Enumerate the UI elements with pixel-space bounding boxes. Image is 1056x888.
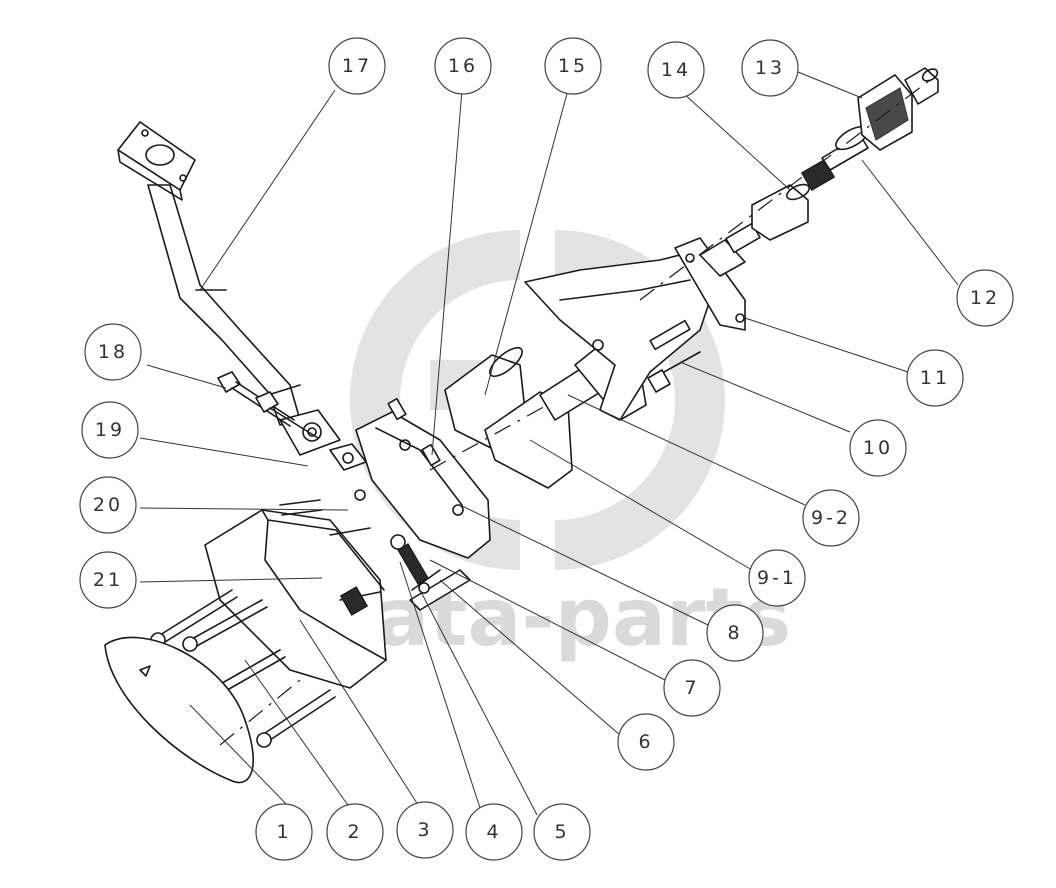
callout-14[interactable]: 14 <box>647 41 705 99</box>
callout-label-12: 12 <box>970 287 1000 309</box>
callout-21[interactable]: 21 <box>79 551 137 609</box>
callout-label-13: 13 <box>755 57 785 79</box>
callout-17[interactable]: 17 <box>328 37 386 95</box>
part-17-suction-pipe <box>117 121 341 456</box>
callout-9-1[interactable]: 9-1 <box>748 549 806 607</box>
callout-label-4: 4 <box>486 821 501 843</box>
callout-label-15: 15 <box>558 55 588 77</box>
part-3-pump-housing <box>204 499 387 689</box>
callout-9-2[interactable]: 9-2 <box>802 489 860 547</box>
callout-20[interactable]: 20 <box>79 476 137 534</box>
callout-label-1: 1 <box>276 821 291 843</box>
callout-16[interactable]: 16 <box>434 37 492 95</box>
callout-label-8: 8 <box>727 622 742 644</box>
callout-12[interactable]: 12 <box>956 269 1014 327</box>
leader-lines <box>139 71 959 816</box>
part-11-pump-body <box>524 237 746 421</box>
callout-11[interactable]: 11 <box>906 349 964 407</box>
callout-7[interactable]: 7 <box>663 659 721 717</box>
callout-label-9-2: 9-2 <box>811 507 851 529</box>
callout-18[interactable]: 18 <box>84 323 142 381</box>
callout-10[interactable]: 10 <box>849 419 907 477</box>
callout-label-10: 10 <box>863 437 893 459</box>
part-10-bolt <box>647 351 701 393</box>
callout-label-18: 18 <box>98 341 128 363</box>
callout-2[interactable]: 2 <box>326 803 384 861</box>
callout-19[interactable]: 19 <box>81 401 139 459</box>
callouts: 1 2 3 4 5 6 7 8 <box>79 37 1014 861</box>
callout-label-16: 16 <box>448 55 478 77</box>
callout-1[interactable]: 1 <box>255 803 313 861</box>
callout-label-3: 3 <box>417 819 432 841</box>
part-14-bushing <box>751 183 810 241</box>
callout-6[interactable]: 6 <box>617 713 675 771</box>
callout-15[interactable]: 15 <box>544 37 602 95</box>
callout-label-6: 6 <box>638 731 653 753</box>
callout-label-14: 14 <box>661 59 691 81</box>
callout-13[interactable]: 13 <box>741 39 799 97</box>
callout-label-7: 7 <box>684 677 699 699</box>
callout-3[interactable]: 3 <box>396 801 454 859</box>
callout-8[interactable]: 8 <box>706 604 764 662</box>
callout-4[interactable]: 4 <box>465 803 523 861</box>
callout-label-17: 17 <box>342 55 372 77</box>
callout-5[interactable]: 5 <box>533 803 591 861</box>
part-1-strainer-plate <box>104 636 301 784</box>
callout-label-9-1: 9-1 <box>757 567 797 589</box>
callout-label-20: 20 <box>93 494 123 516</box>
part-18-bolts <box>217 371 319 439</box>
part-13-drive-gear <box>857 67 939 151</box>
parts-drawing <box>104 67 939 784</box>
part-16-cover-plate <box>355 397 491 559</box>
callout-label-11: 11 <box>920 367 950 389</box>
callout-label-5: 5 <box>554 821 569 843</box>
callout-label-21: 21 <box>93 569 123 591</box>
callout-label-2: 2 <box>347 821 362 843</box>
callout-label-19: 19 <box>95 419 125 441</box>
